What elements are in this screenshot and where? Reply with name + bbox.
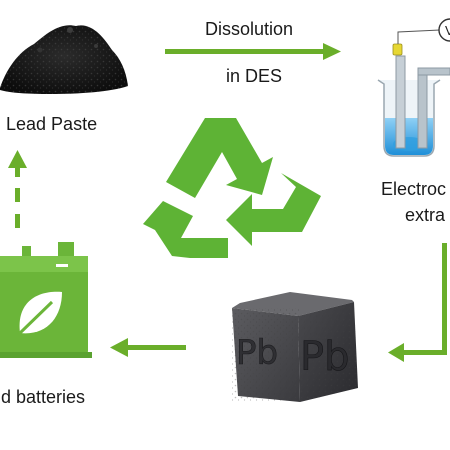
voltmeter-icon: V xyxy=(438,18,450,42)
label-electro-line1: Electroc xyxy=(381,179,447,199)
label-in-des: in DES xyxy=(226,66,283,86)
leaf-icon xyxy=(18,291,62,335)
label-electro-line2: extra xyxy=(405,205,446,225)
label-dissolution: Dissolution xyxy=(205,19,294,39)
label-lead-paste: d Lead Paste xyxy=(0,114,98,134)
arrow-ingot-to-battery xyxy=(110,338,186,357)
pb-label-left: Pb xyxy=(236,333,278,373)
arrow-battery-to-paste xyxy=(8,150,27,228)
battery-icon xyxy=(0,242,92,358)
pb-label-right: Pb xyxy=(300,334,350,380)
label-batteries: cid batteries xyxy=(0,387,86,407)
arrow-electro-to-ingot xyxy=(388,243,447,362)
recycle-icon xyxy=(143,118,321,258)
arrow-dissolution xyxy=(165,43,341,60)
pb-ingot: Pb Pb xyxy=(232,292,358,402)
electrochemical-cell: V xyxy=(377,18,450,157)
svg-text:V: V xyxy=(445,23,450,38)
lead-paste-powder xyxy=(0,25,128,94)
